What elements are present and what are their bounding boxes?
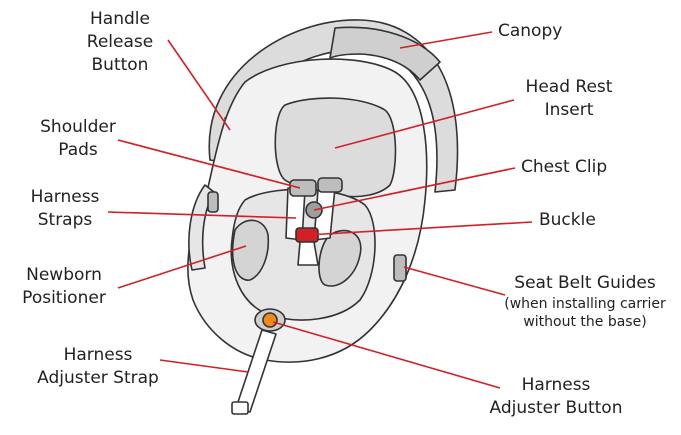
label-line: without the base) xyxy=(523,314,647,330)
label-line: Adjuster Strap xyxy=(37,368,159,388)
label-harness-adjuster-strap: Harness Adjuster Strap xyxy=(28,344,168,390)
strap-tip xyxy=(231,401,249,415)
label-line: Canopy xyxy=(498,21,563,41)
label-handle-release-button: Handle Release Button xyxy=(80,8,160,77)
leader-adjuster-button xyxy=(272,321,501,389)
label-head-rest-insert: Head Rest Insert xyxy=(514,76,624,122)
label-line: Harness xyxy=(30,187,100,207)
leader-shoulder-pads xyxy=(117,139,301,189)
leader-seat-belt-guides xyxy=(403,266,506,296)
leader-adjuster-strap xyxy=(159,359,249,373)
newborn-positioner-part xyxy=(231,219,270,281)
label-line: Pads xyxy=(58,140,98,160)
harness-adjuster-strap-part xyxy=(235,329,277,413)
leader-harness-straps xyxy=(107,211,297,219)
label-buckle: Buckle xyxy=(539,209,596,232)
leader-handle-release xyxy=(167,39,231,131)
label-line: Adjuster Button xyxy=(489,398,623,418)
label-line: Seat Belt Guides xyxy=(514,273,656,293)
leader-buckle xyxy=(306,221,533,236)
shoulder-pad-right xyxy=(317,177,343,193)
seat-belt-guide-part xyxy=(393,254,407,282)
label-line: Insert xyxy=(544,100,594,120)
label-line: Release xyxy=(86,32,154,52)
label-harness-adjuster-button: Harness Adjuster Button xyxy=(478,374,634,420)
label-line: Button xyxy=(91,55,149,75)
label-line: Head Rest xyxy=(525,77,613,97)
label-line: (when installing carrier xyxy=(504,296,666,312)
label-harness-straps: Harness Straps xyxy=(20,186,110,232)
leader-lines xyxy=(107,31,533,389)
leader-head-rest xyxy=(334,99,515,149)
label-newborn-positioner: Newborn Positioner xyxy=(8,264,120,310)
label-line: Harness xyxy=(521,375,591,395)
label-line: Handle xyxy=(90,9,150,29)
label-line: Positioner xyxy=(22,288,106,308)
label-shoulder-pads: Shoulder Pads xyxy=(30,116,126,162)
crotch-strap xyxy=(297,241,319,266)
leader-newborn-positioner xyxy=(117,245,247,289)
label-line: Straps xyxy=(37,210,93,230)
label-line: Harness xyxy=(63,345,133,365)
label-seat-belt-guides: Seat Belt Guides (when installing carrie… xyxy=(496,272,674,331)
side-slot-left xyxy=(207,191,219,213)
label-canopy: Canopy xyxy=(498,20,562,43)
leader-chest-clip xyxy=(313,167,516,211)
label-line: Newborn xyxy=(26,265,102,285)
shoulder-pad-left xyxy=(289,179,317,197)
harness-adjuster-button-part xyxy=(262,312,278,328)
label-chest-clip: Chest Clip xyxy=(521,156,607,179)
label-line: Shoulder xyxy=(40,117,116,137)
car-seat-illustration xyxy=(187,19,459,415)
leader-canopy xyxy=(399,31,493,49)
canopy-fabric xyxy=(329,26,441,81)
label-line: Buckle xyxy=(539,210,596,230)
label-line: Chest Clip xyxy=(521,157,608,177)
